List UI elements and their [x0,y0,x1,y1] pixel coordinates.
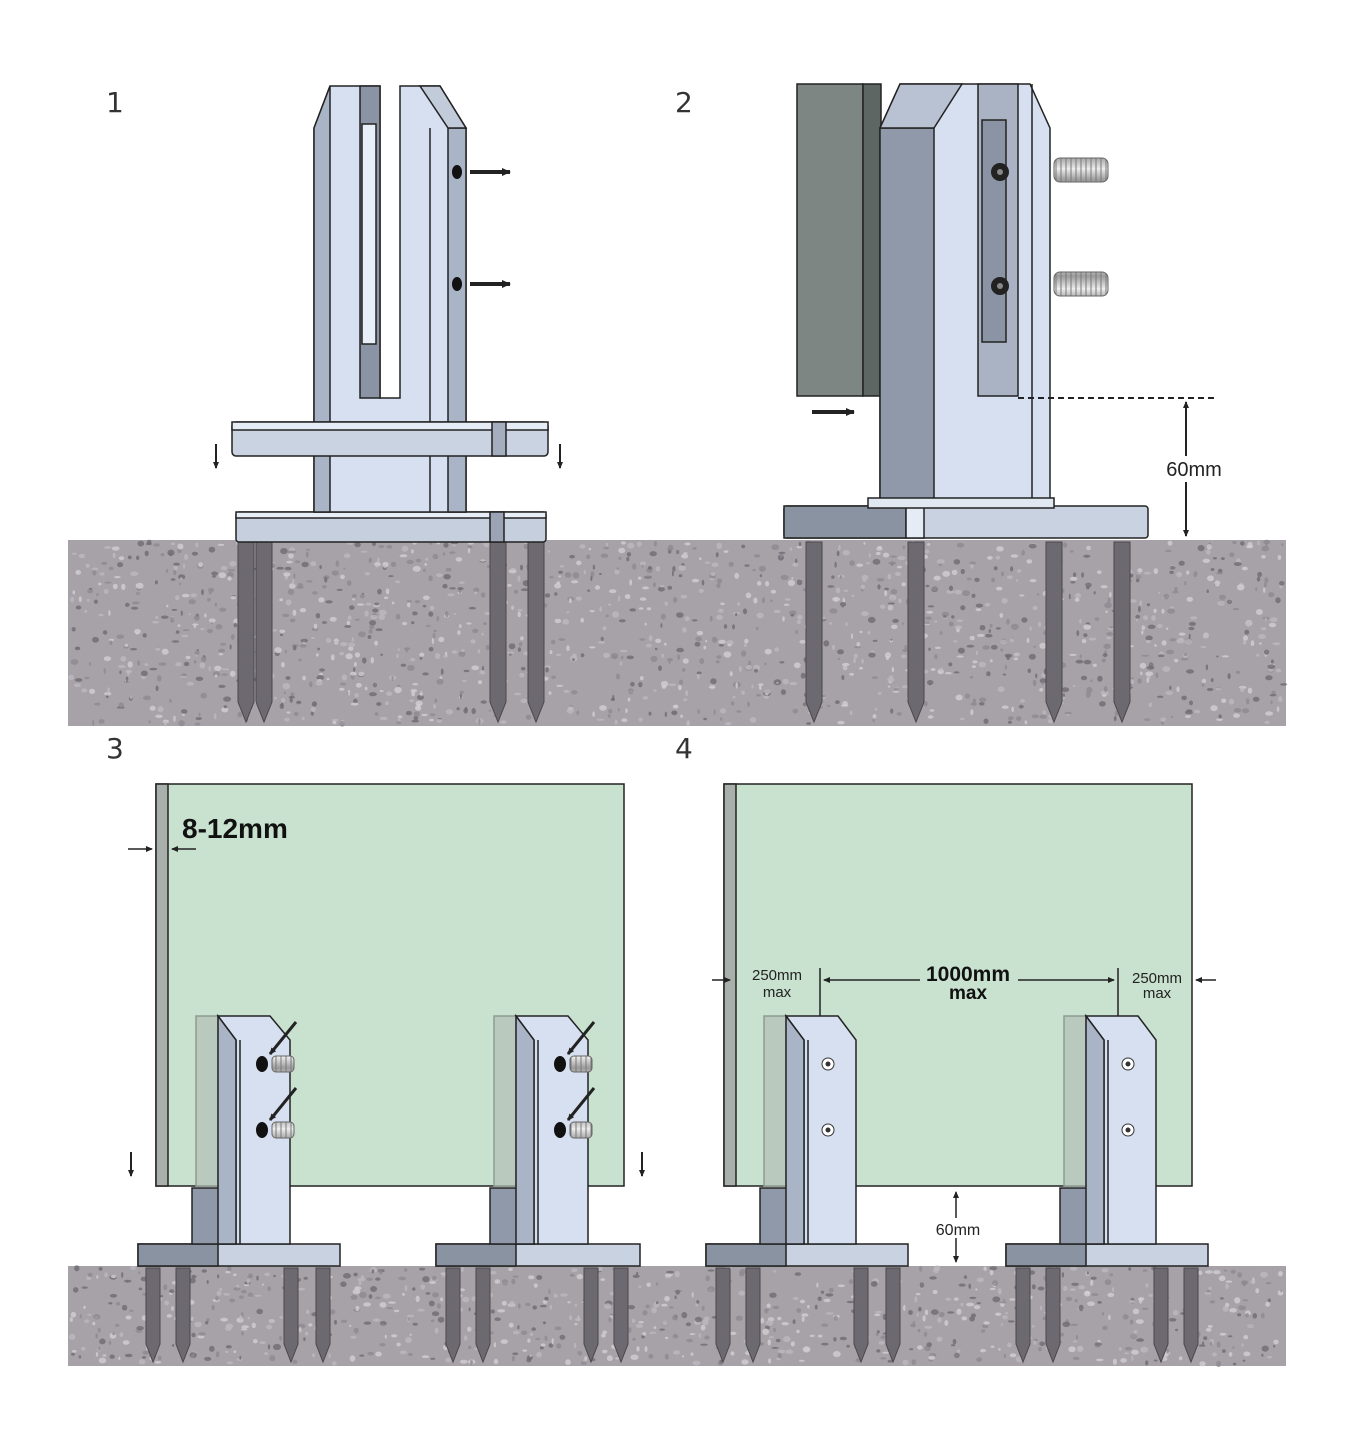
base-plate [783,505,1149,539]
spigot [1005,1013,1209,1267]
step-number: 4 [675,732,693,765]
anchor-bolt-icon [283,1267,299,1364]
anchor-bolt-icon [1113,541,1131,724]
edge-left-unit: max [763,984,792,1001]
anchor-bolts [145,541,1199,1364]
anchor-bolt-icon [315,1267,331,1364]
thickness-label: 8-12mm [182,813,288,844]
panel-4: 4 [675,732,1216,1267]
anchor-bolt-icon [527,541,545,724]
arrow-icon [566,1021,596,1055]
bolt-icon [256,1055,295,1139]
spigot [313,85,468,513]
anchor-bolt-icon [489,541,507,724]
base-plate [235,511,547,543]
spigot [435,1013,641,1267]
anchor-bolt-icon [1183,1267,1199,1364]
bolt-icon [1053,157,1109,297]
anchor-bolt-icon [613,1267,629,1364]
concrete-texture [68,539,1288,727]
screw-icon [991,163,1009,295]
panel-1: 1 [106,85,563,543]
anchor-bolt-icon [583,1267,599,1364]
anchor-bolt-icon [805,541,823,724]
spigot [705,1013,909,1267]
bolt-hole [452,165,462,291]
panel-3: 3 8-12mm [106,732,645,1267]
edge-right-value: 250mm [1132,970,1182,987]
height-label: 60mm [936,1222,980,1239]
anchor-bolt-icon [1015,1267,1031,1364]
screw-icon [821,1057,835,1137]
height-label: 60mm [1166,459,1222,481]
spigot [137,1013,341,1267]
anchor-bolt-icon [1045,1267,1061,1364]
anchor-bolt-icon [445,1267,461,1364]
anchor-bolt-icon [255,541,273,724]
cover-plate [231,421,549,457]
anchor-bolt-icon [853,1267,869,1364]
step-number: 2 [675,86,693,119]
anchor-bolt-icon [745,1267,761,1364]
glass-panel-edge [796,83,882,397]
anchor-bolt-icon [1153,1267,1169,1364]
step-number: 1 [106,86,124,119]
anchor-bolt-icon [175,1267,191,1364]
anchor-bolt-icon [145,1267,161,1364]
anchor-bolt-icon [475,1267,491,1364]
anchor-bolt-icon [885,1267,901,1364]
edge-left-value: 250mm [752,967,802,984]
bolt-icon [554,1055,593,1139]
anchor-bolt-icon [715,1267,731,1364]
spacing-value: 1000mm [926,963,1010,986]
arrow-icon [268,1021,298,1055]
arrow-icon [268,1087,298,1121]
concrete-slab-bottom [68,1265,1286,1367]
arrow-icon [566,1087,596,1121]
anchor-bolt-icon [237,541,255,724]
spigot [867,83,1055,509]
step-number: 3 [106,732,124,765]
edge-right-unit: max [1143,985,1172,1002]
anchor-bolt-icon [907,541,925,724]
anchor-bolt-icon [1045,541,1063,724]
panel-2: 2 [675,83,1226,539]
spacing-unit: max [949,983,987,1004]
screw-icon [1121,1057,1135,1137]
